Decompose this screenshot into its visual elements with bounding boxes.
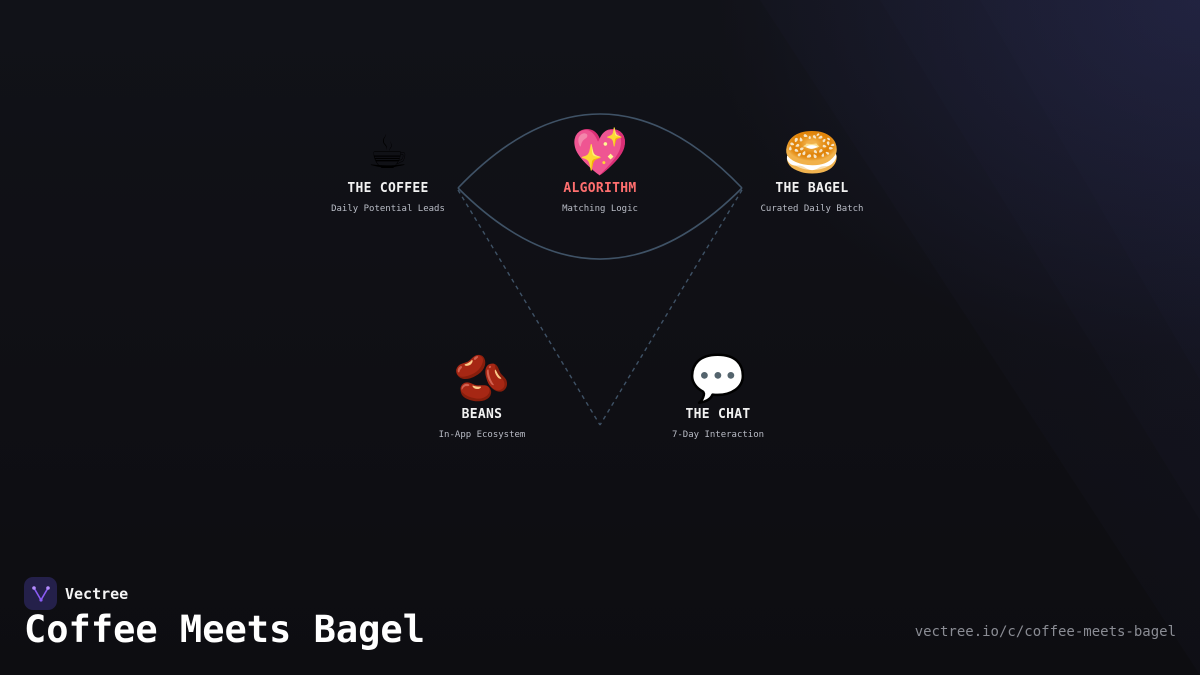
node-bagel: 🥯 THE BAGEL Curated Daily Batch <box>712 125 912 214</box>
sparkling-heart-icon: 💖 <box>571 125 629 179</box>
beans-icon: 🫘 <box>453 351 511 405</box>
node-chat: 💬 THE CHAT 7-Day Interaction <box>618 351 818 440</box>
node-bagel-title: THE BAGEL <box>775 181 849 196</box>
brand: Vectree <box>24 577 128 610</box>
speech-bubble-icon: 💬 <box>689 351 747 405</box>
node-beans: 🫘 BEANS In-App Ecosystem <box>382 351 582 440</box>
node-coffee-title: THE COFFEE <box>347 181 429 196</box>
node-algorithm: 💖 ALGORITHM Matching Logic <box>500 125 700 214</box>
node-beans-subtitle: In-App Ecosystem <box>438 430 526 440</box>
page-title: Coffee Meets Bagel <box>24 608 425 651</box>
connector-arc-upper <box>457 113 743 189</box>
bagel-icon: 🥯 <box>783 125 841 179</box>
connector-dashed-left <box>457 189 601 426</box>
connector-dashed-right <box>599 189 743 426</box>
vectree-logo-icon <box>24 577 57 610</box>
connector-arc-lower <box>457 187 743 260</box>
node-beans-title: BEANS <box>461 407 503 422</box>
node-algorithm-title: ALGORITHM <box>563 181 637 196</box>
node-algorithm-subtitle: Matching Logic <box>562 204 638 214</box>
node-chat-title: THE CHAT <box>685 407 751 422</box>
coffee-cup-icon: ☕ <box>367 125 409 179</box>
node-coffee-subtitle: Daily Potential Leads <box>331 204 445 214</box>
node-chat-subtitle: 7-Day Interaction <box>671 430 765 440</box>
node-bagel-subtitle: Curated Daily Batch <box>760 204 864 214</box>
node-coffee: ☕ THE COFFEE Daily Potential Leads <box>288 125 488 214</box>
source-url[interactable]: vectree.io/c/coffee-meets-bagel <box>914 624 1176 640</box>
brand-name: Vectree <box>65 584 129 603</box>
